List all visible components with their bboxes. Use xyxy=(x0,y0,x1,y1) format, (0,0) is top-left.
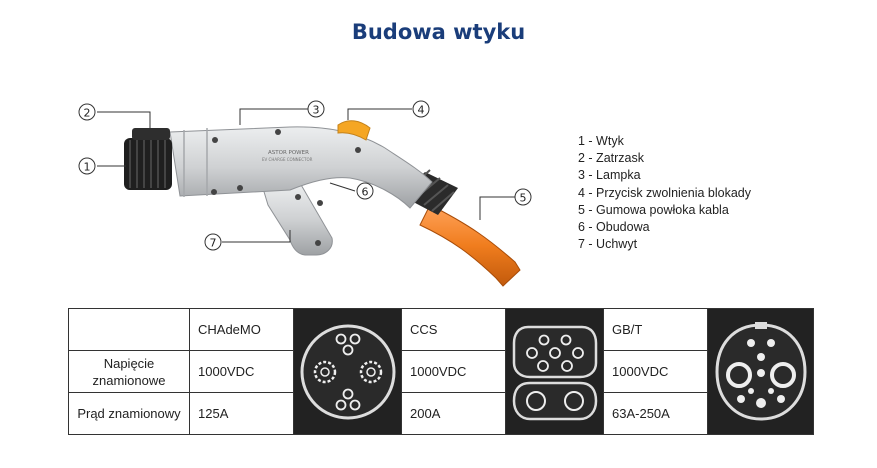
chademo-socket-icon xyxy=(300,324,395,419)
table-row: Prąd znamionowy 125A 200A 63A-250A xyxy=(68,392,814,435)
cable xyxy=(419,204,521,287)
svg-text:EV CHARGE CONNECTOR: EV CHARGE CONNECTOR xyxy=(262,157,313,162)
gbt-socket-icon xyxy=(714,321,807,421)
callout-2: 2 xyxy=(78,103,96,121)
callout-6: 6 xyxy=(356,182,374,200)
release-button xyxy=(337,120,371,141)
callout-4: 4 xyxy=(412,100,430,118)
chademo-socket-image xyxy=(293,308,402,435)
connector-name: CHAdeMO xyxy=(189,308,294,351)
svg-text:1: 1 xyxy=(84,161,91,174)
plug-diagram: ASTOR POWER EV CHARGE CONNECTOR 1 2 3 4 xyxy=(78,100,532,287)
connector-spec-table: CHAdeMO CCS xyxy=(68,308,814,435)
connector-name: CCS xyxy=(401,308,506,351)
current-value: 200A xyxy=(401,392,506,435)
svg-text:6: 6 xyxy=(362,186,369,199)
svg-text:5: 5 xyxy=(520,192,527,205)
legend-item: 4 - Przycisk zwolnienia blokady xyxy=(578,185,751,200)
callout-5: 5 xyxy=(514,188,532,206)
svg-text:2: 2 xyxy=(84,107,91,120)
svg-text:ASTOR POWER: ASTOR POWER xyxy=(268,150,309,156)
legend: 1 - Wtyk 2 - Zatrzask 3 - Lampka 4 - Prz… xyxy=(578,133,751,253)
legend-item: 1 - Wtyk xyxy=(578,134,624,148)
voltage-value: 1000VDC xyxy=(189,350,294,393)
row-label: Napięcie znamionowe xyxy=(68,350,190,393)
callout-3: 3 xyxy=(307,100,325,118)
legend-item: 7 - Uchwyt xyxy=(578,237,638,252)
svg-text:4: 4 xyxy=(418,104,425,117)
svg-text:7: 7 xyxy=(210,237,217,250)
current-value: 63A-250A xyxy=(603,392,708,435)
table-row: CHAdeMO CCS xyxy=(68,308,814,435)
row-label: Prąd znamionowy xyxy=(68,392,190,435)
legend-item: 5 - Gumowa powłoka kabla xyxy=(578,202,729,217)
callout-7: 7 xyxy=(204,233,222,251)
handle-grip xyxy=(261,182,333,256)
row-label xyxy=(68,308,190,351)
callout-1: 1 xyxy=(78,157,96,175)
svg-text:3: 3 xyxy=(313,104,320,117)
connector-name: GB/T xyxy=(603,308,708,351)
voltage-value: 1000VDC xyxy=(603,350,708,393)
latch xyxy=(132,128,170,140)
ccs-socket-icon xyxy=(512,325,597,420)
current-value: 125A xyxy=(189,392,294,435)
legend-item: 2 - Zatrzask xyxy=(578,151,644,166)
page-title: Budowa wtyku xyxy=(351,20,526,44)
legend-item: 6 - Obudowa xyxy=(578,220,650,235)
voltage-value: 1000VDC xyxy=(401,350,506,393)
gbt-socket-image xyxy=(707,308,814,435)
ccs-socket-image xyxy=(505,308,604,435)
table-row: Napięcie znamionowe 1000VDC 1000VDC 1000… xyxy=(68,350,814,393)
legend-item: 3 - Lampka xyxy=(578,168,641,183)
